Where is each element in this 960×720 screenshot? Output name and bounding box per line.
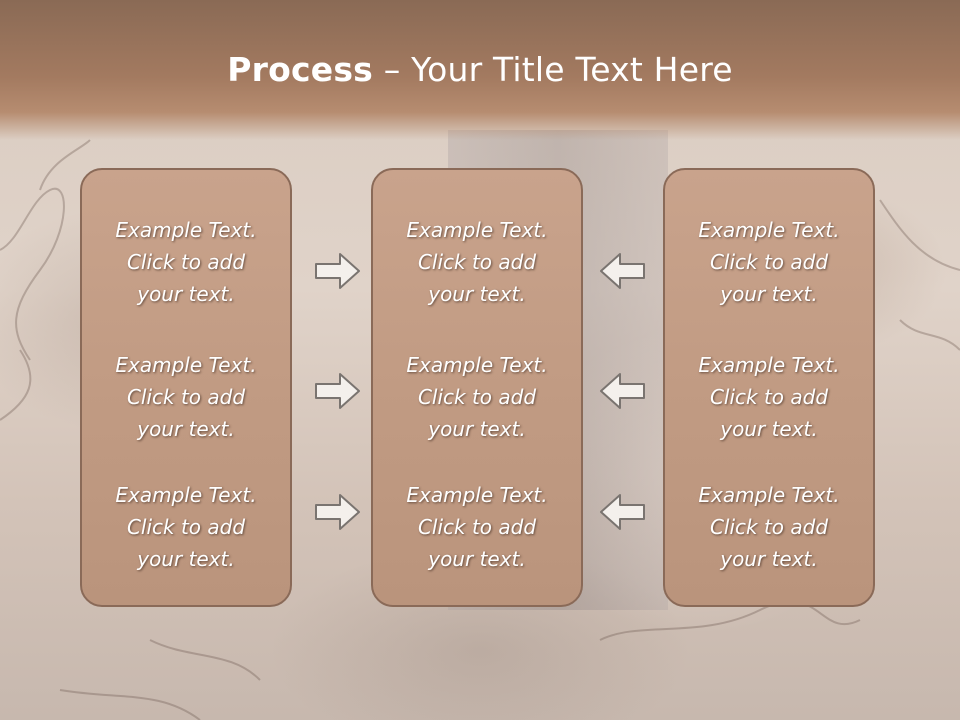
text-line: your text. [137, 417, 235, 441]
arrow-left-icon [600, 494, 645, 530]
text-line: Example Text. [698, 353, 840, 377]
text-line: Example Text. [406, 353, 548, 377]
text-line: Example Text. [115, 218, 257, 242]
text-line: your text. [428, 282, 526, 306]
arrow-left-icon [600, 373, 645, 409]
text-line: your text. [428, 417, 526, 441]
text-line: your text. [720, 282, 818, 306]
text-line: Click to add [126, 385, 246, 409]
title-bold: Process [227, 50, 374, 89]
arrow-right-icon [315, 373, 360, 409]
text-line: Example Text. [115, 353, 257, 377]
text-placeholder[interactable]: Example Text. Click to add your text. [373, 214, 581, 310]
text-placeholder[interactable]: Example Text. Click to add your text. [373, 479, 581, 575]
text-line: Example Text. [698, 483, 840, 507]
text-line: Click to add [709, 250, 829, 274]
text-line: Example Text. [698, 218, 840, 242]
text-line: your text. [137, 282, 235, 306]
left-process-box[interactable]: Example Text. Click to add your text. Ex… [80, 168, 292, 607]
arrow-right-icon [315, 253, 360, 289]
arrow-right-icon [315, 494, 360, 530]
slide-title[interactable]: Process – Your Title Text Here [0, 50, 960, 89]
text-line: your text. [720, 547, 818, 571]
text-placeholder[interactable]: Example Text. Click to add your text. [82, 479, 290, 575]
text-line: your text. [137, 547, 235, 571]
text-line: Click to add [126, 250, 246, 274]
title-banner [0, 0, 960, 140]
text-line: Click to add [417, 385, 537, 409]
text-placeholder[interactable]: Example Text. Click to add your text. [665, 479, 873, 575]
text-line: Example Text. [115, 483, 257, 507]
text-line: Example Text. [406, 483, 548, 507]
text-placeholder[interactable]: Example Text. Click to add your text. [665, 349, 873, 445]
text-line: Click to add [709, 385, 829, 409]
text-line: your text. [428, 547, 526, 571]
text-line: Example Text. [406, 218, 548, 242]
arrow-left-icon [600, 253, 645, 289]
middle-process-box[interactable]: Example Text. Click to add your text. Ex… [371, 168, 583, 607]
right-process-box[interactable]: Example Text. Click to add your text. Ex… [663, 168, 875, 607]
text-line: Click to add [709, 515, 829, 539]
text-line: your text. [720, 417, 818, 441]
text-placeholder[interactable]: Example Text. Click to add your text. [82, 349, 290, 445]
text-placeholder[interactable]: Example Text. Click to add your text. [665, 214, 873, 310]
text-placeholder[interactable]: Example Text. Click to add your text. [82, 214, 290, 310]
title-rest: – Your Title Text Here [373, 50, 733, 89]
text-placeholder[interactable]: Example Text. Click to add your text. [373, 349, 581, 445]
text-line: Click to add [126, 515, 246, 539]
text-line: Click to add [417, 250, 537, 274]
text-line: Click to add [417, 515, 537, 539]
